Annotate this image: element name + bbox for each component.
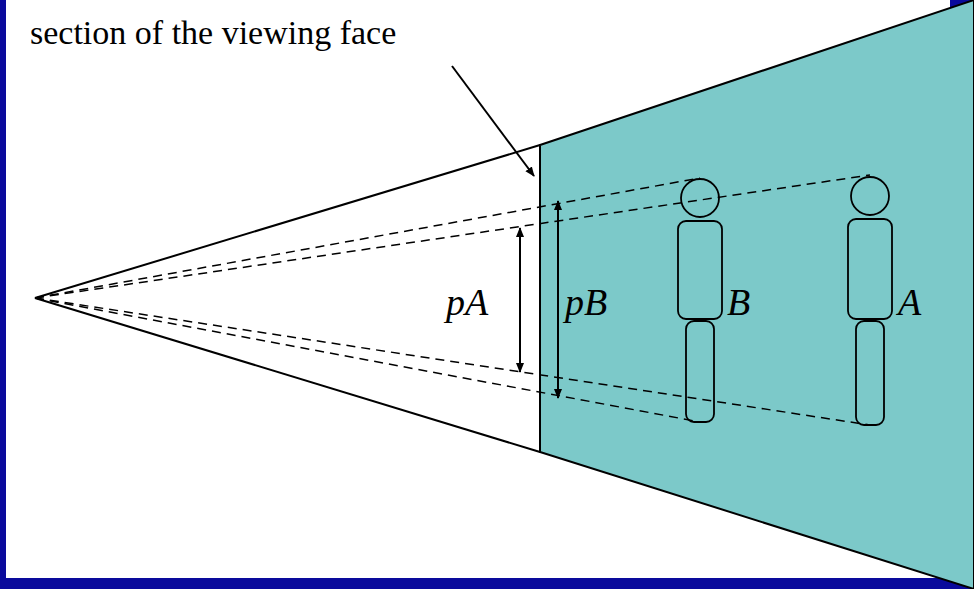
person-b xyxy=(678,179,722,422)
projection-label: pB xyxy=(565,283,607,321)
pa-dimension xyxy=(519,228,521,372)
leader-line xyxy=(452,66,534,176)
person-a xyxy=(848,177,892,425)
figure-label: B xyxy=(727,283,750,321)
callout-text: section of the viewing face xyxy=(30,16,396,50)
figure-label: A xyxy=(898,283,921,321)
view-volume xyxy=(540,0,974,589)
projection-label: pA xyxy=(446,283,488,321)
frustum-edge xyxy=(35,298,540,452)
frustum-edge xyxy=(35,145,540,298)
pb-dimension xyxy=(557,201,559,398)
projection-lines xyxy=(35,175,870,425)
